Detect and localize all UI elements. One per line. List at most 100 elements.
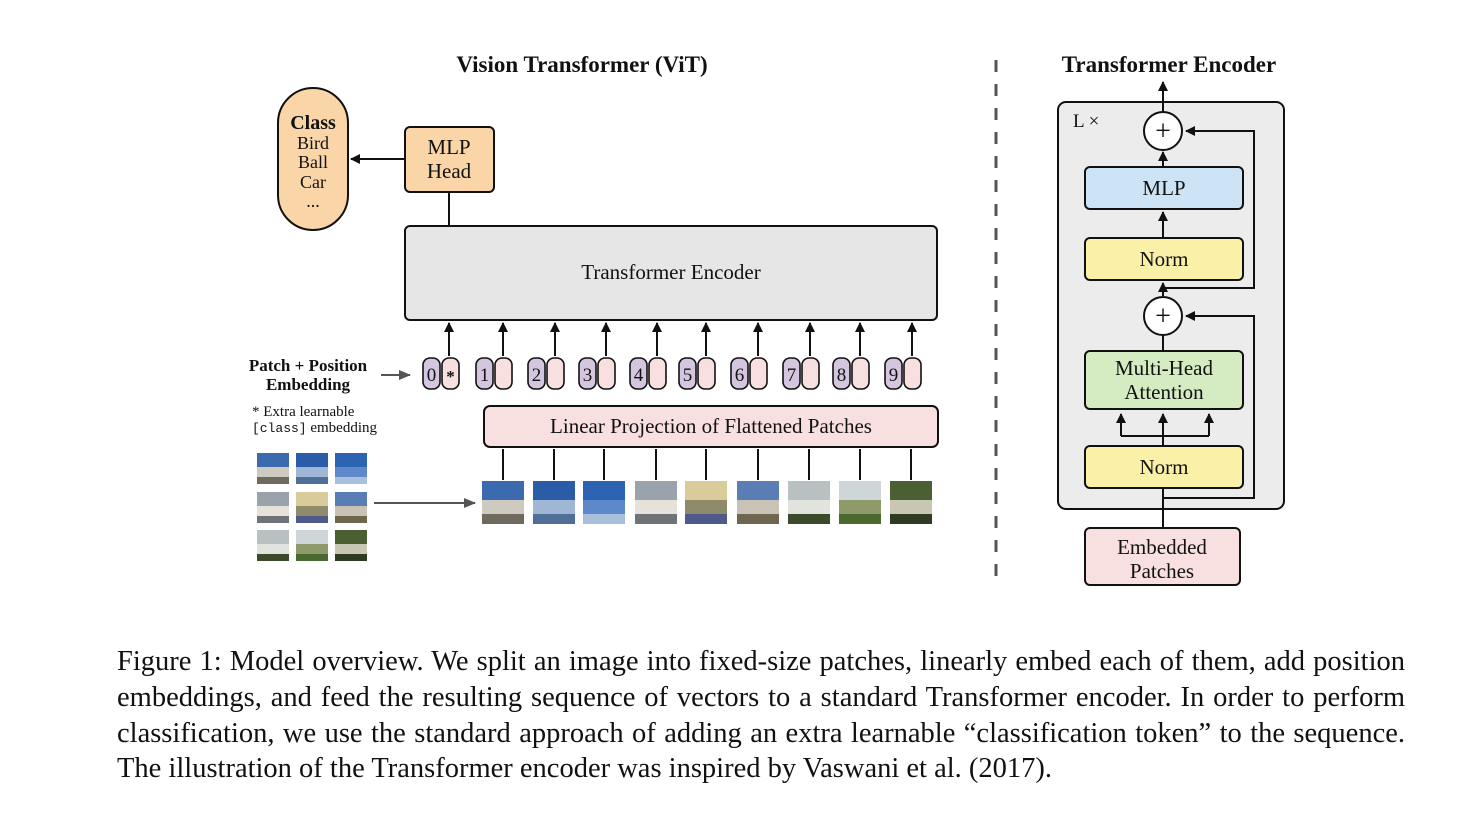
grid-patch (296, 492, 328, 523)
patch-position-label: Patch + Position (249, 356, 368, 375)
transformer-encoder-label: Transformer Encoder (581, 260, 760, 284)
token-pair: 6 (730, 357, 768, 390)
mlp-head-line: MLP (427, 135, 470, 159)
embedded-patches-line: Patches (1130, 559, 1194, 583)
norm-box-top: Norm (1084, 237, 1244, 281)
image-patch (839, 481, 881, 524)
class-code: [class] (252, 421, 307, 436)
multi-head-attention-box: Multi-Head Attention (1084, 350, 1244, 410)
image-patch (583, 481, 625, 524)
linear-projection-label: Linear Projection of Flattened Patches (550, 414, 872, 438)
image-patch (635, 481, 677, 524)
token-pair: 9 (884, 357, 922, 390)
token-pair: 3 (578, 357, 616, 390)
position-embedding (422, 357, 441, 390)
residual-connection-1 (1163, 311, 1255, 499)
class-item: ... (306, 191, 320, 211)
grid-patch (257, 492, 289, 523)
image-patch (685, 481, 727, 524)
position-index: 6 (735, 365, 745, 386)
position-index: 9 (889, 365, 899, 386)
mlp-head-box: MLP Head (404, 126, 495, 193)
image-patch (482, 481, 524, 524)
token-pair: 0* (422, 357, 460, 390)
class-output-box: Class Bird Ball Car ... (277, 87, 349, 231)
token-pair: 1 (475, 357, 513, 390)
figure-caption: Figure 1: Model overview. We split an im… (117, 646, 1405, 785)
vit-title: Vision Transformer (ViT) (456, 52, 707, 77)
position-index: 1 (480, 365, 490, 386)
class-token-embedding (441, 357, 460, 390)
norm-top-label: Norm (1140, 247, 1189, 271)
patch-position-label: Embedding (266, 375, 351, 394)
position-embedding (730, 357, 749, 390)
attention-label: Attention (1124, 380, 1204, 404)
patch-embedding (749, 357, 768, 390)
position-index: 4 (634, 365, 644, 386)
norm-box-bottom: Norm (1084, 445, 1244, 489)
plus-symbol: + (1155, 116, 1171, 147)
patch-embedding (851, 357, 870, 390)
token-pair: 2 (527, 357, 565, 390)
position-index: 3 (583, 365, 593, 386)
token-pair: 5 (678, 357, 716, 390)
class-embedding-suffix: embedding (307, 420, 378, 436)
grid-patch (257, 530, 289, 561)
residual-connection-2 (1163, 126, 1255, 289)
token-pair: 8 (832, 357, 870, 390)
embedded-patches-box: Embedded Patches (1084, 527, 1241, 586)
token-pair: 7 (782, 357, 820, 390)
position-embedding (782, 357, 801, 390)
grid-patch (335, 492, 367, 523)
encoder-title: Transformer Encoder (1062, 52, 1276, 77)
transformer-encoder-box: Transformer Encoder (404, 225, 938, 321)
position-index: 5 (683, 365, 693, 386)
image-patch (737, 481, 779, 524)
position-embedding (475, 357, 494, 390)
grid-patch (257, 453, 289, 484)
position-embedding (578, 357, 597, 390)
mlp-box: MLP (1084, 166, 1244, 210)
plus-symbol: + (1155, 301, 1171, 332)
source-image-grid (257, 453, 367, 561)
patch-embedding (697, 357, 716, 390)
grid-patch (296, 453, 328, 484)
class-embedding-note: [class] embedding (252, 420, 378, 436)
add-circle-lower: + (1143, 296, 1183, 336)
image-patch (788, 481, 830, 524)
extra-learnable-note: * Extra learnable (252, 404, 355, 420)
position-embedding (678, 357, 697, 390)
position-embedding (884, 357, 903, 390)
position-index: 0 (427, 365, 437, 386)
image-patch (890, 481, 932, 524)
class-item: Bird (297, 133, 329, 153)
position-embedding (832, 357, 851, 390)
add-circle-upper: + (1143, 111, 1183, 151)
token-pair: 4 (629, 357, 667, 390)
mlp-label: MLP (1142, 176, 1185, 200)
grid-patch (335, 453, 367, 484)
position-embedding (527, 357, 546, 390)
class-heading: Class (290, 112, 336, 134)
patch-embedding (648, 357, 667, 390)
repeat-label: L × (1073, 111, 1099, 132)
patch-embedding (903, 357, 922, 390)
patch-embedding (494, 357, 513, 390)
image-patches (482, 481, 932, 524)
position-index: 2 (532, 365, 542, 386)
embedded-patches-line: Embedded (1117, 535, 1207, 559)
grid-patch (296, 530, 328, 561)
position-index: 7 (787, 365, 797, 386)
norm-bottom-label: Norm (1140, 455, 1189, 479)
position-embedding (629, 357, 648, 390)
class-token-marker: * (446, 367, 455, 386)
class-item: Car (300, 172, 326, 192)
mlp-head-line: Head (427, 159, 472, 183)
patch-embedding (546, 357, 565, 390)
patch-embedding (597, 357, 616, 390)
position-index: 8 (837, 365, 847, 386)
grid-patch (335, 530, 367, 561)
attention-label: Multi-Head (1115, 356, 1213, 380)
linear-projection-box: Linear Projection of Flattened Patches (483, 405, 939, 448)
